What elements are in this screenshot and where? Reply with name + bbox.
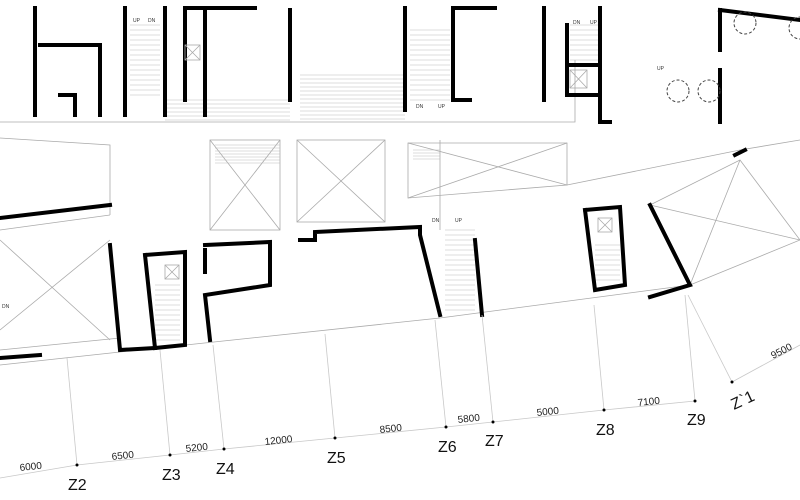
axis-points	[75, 380, 734, 467]
stair-label-dn: DN	[573, 20, 581, 26]
stair-label-dn: DN	[148, 18, 156, 24]
stair-label-dn: DN	[2, 304, 10, 310]
stair-label-up: UP	[438, 104, 446, 110]
tree-icons	[666, 11, 800, 103]
thin-lines	[0, 60, 800, 366]
dimension-5000: 5000	[536, 406, 560, 419]
dimension-labels: 6000 6500 5200 12000 8500 5800 5000 7100…	[19, 342, 794, 474]
dimension-12000: 12000	[264, 434, 293, 448]
walls	[0, 6, 800, 361]
axis-label-z7: Z7	[485, 433, 504, 450]
dimension-7100: 7100	[637, 396, 661, 409]
axis-label-z9: Z9	[687, 412, 706, 429]
stair-label-up: UP	[657, 66, 665, 72]
axis-label-z1: Z`1	[729, 388, 758, 414]
stair-labels: UP DN DN UP DN UP UP DN UP DN	[2, 18, 665, 310]
stair-label-dn: DN	[432, 218, 440, 224]
axis-label-z6: Z6	[438, 439, 457, 456]
dimension-6500: 6500	[111, 450, 135, 463]
stair-label-up: UP	[590, 20, 598, 26]
stair-hatching	[130, 24, 620, 341]
dimension-9500: 9500	[769, 342, 794, 362]
dimension-5200: 5200	[185, 442, 209, 455]
axis-label-z2: Z2	[68, 477, 87, 494]
axis-label-z5: Z5	[327, 450, 346, 467]
axis-labels: Z2 Z3 Z4 Z5 Z6 Z7 Z8 Z9 Z`1	[68, 388, 758, 494]
dimension-5800: 5800	[457, 413, 481, 426]
dimension-8500: 8500	[379, 423, 403, 436]
elevators	[164, 44, 613, 280]
axis-label-z3: Z3	[162, 467, 181, 484]
axis-label-z4: Z4	[216, 461, 235, 478]
stair-label-up: UP	[455, 218, 463, 224]
stair-label-dn: DN	[416, 104, 424, 110]
axis-label-z8: Z8	[596, 422, 615, 439]
dimension-6000: 6000	[19, 461, 43, 474]
stair-label-up: UP	[133, 18, 141, 24]
